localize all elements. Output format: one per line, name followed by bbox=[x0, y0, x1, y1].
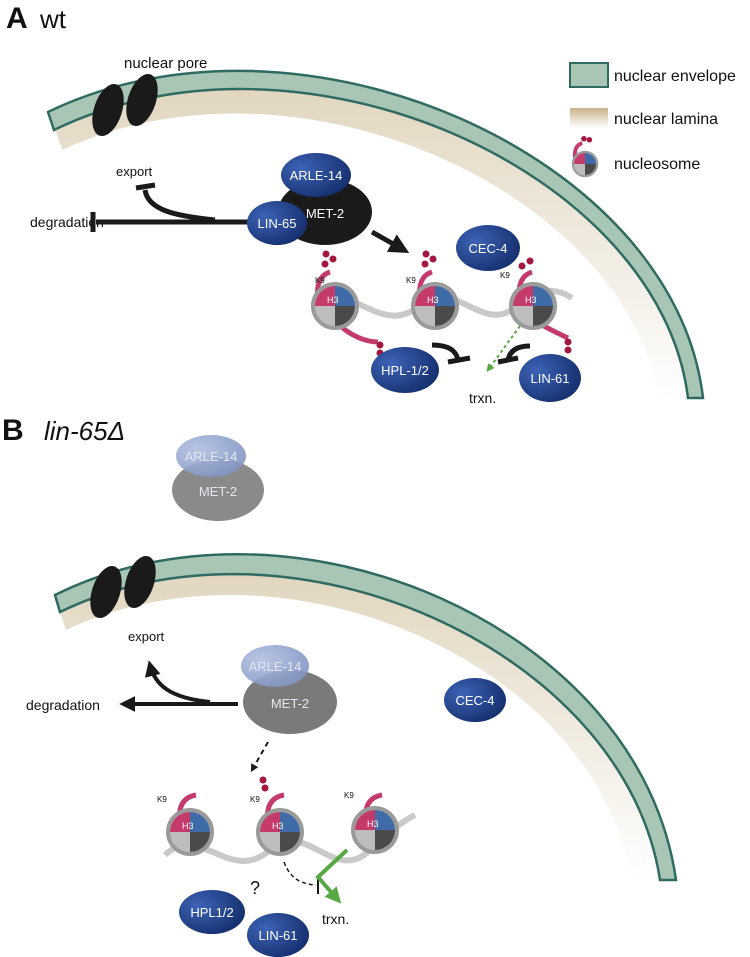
k9-label-a2: K9 bbox=[406, 276, 416, 285]
k9-label-a3: K9 bbox=[500, 271, 510, 280]
degradation-label-a: degradation bbox=[30, 214, 104, 230]
cec4-label-a: CEC-4 bbox=[468, 241, 507, 256]
export-label-a: export bbox=[116, 164, 153, 179]
arle14-a bbox=[281, 153, 351, 197]
hpl-label-b: HPL1/2 bbox=[190, 905, 233, 920]
methyl-marks-b bbox=[259, 776, 269, 792]
nucleosome-a1 bbox=[311, 282, 359, 330]
k9-label-a1: K9 bbox=[315, 276, 325, 285]
legend: nuclear envelope nuclear lamina nucleoso… bbox=[569, 62, 736, 178]
repression-bars-a bbox=[431, 342, 531, 365]
nuclear-lamina-a bbox=[55, 86, 690, 399]
hpl-label-a: HPL-1/2 bbox=[381, 363, 429, 378]
met2-label-a: MET-2 bbox=[306, 206, 344, 221]
panel-a: A wt nuclear pore export degradation MET… bbox=[6, 2, 705, 406]
cec4-b bbox=[444, 678, 506, 722]
met2-label-b: MET-2 bbox=[271, 696, 309, 711]
k9-label-b2: K9 bbox=[250, 795, 260, 804]
cec4-label-b: CEC-4 bbox=[455, 693, 494, 708]
hpl-a bbox=[371, 347, 439, 393]
trxn-label-a: trxn. bbox=[469, 390, 496, 406]
panel-b-genotype: lin-65Δ bbox=[44, 416, 125, 446]
arle14-label-b: ARLE-14 bbox=[249, 659, 302, 674]
question-mark-b: ? bbox=[250, 878, 260, 898]
h3-label-a2: H3 bbox=[427, 295, 439, 305]
hpl-b bbox=[179, 890, 245, 934]
h3-label-b1: H3 bbox=[182, 821, 194, 831]
lin65-a bbox=[247, 201, 307, 245]
arle14-label-a: ARLE-14 bbox=[290, 168, 343, 183]
nucleosome-a2 bbox=[411, 282, 459, 330]
legend-envelope-swatch bbox=[569, 62, 609, 88]
export-label-b: export bbox=[128, 629, 165, 644]
h3-label-a1: H3 bbox=[327, 295, 339, 305]
legend-lamina-label: nuclear lamina bbox=[614, 111, 718, 128]
nucleosome-b1 bbox=[166, 808, 214, 856]
lin61-label-b: LIN-61 bbox=[258, 928, 297, 943]
panel-b-letter: B bbox=[2, 414, 24, 447]
trxn-arrow-b bbox=[315, 848, 349, 904]
cec4-a bbox=[456, 225, 520, 271]
panel-a-genotype: wt bbox=[39, 4, 67, 34]
degradation-label-b: degradation bbox=[26, 697, 100, 713]
panel-a-letter: A bbox=[6, 2, 28, 35]
legend-envelope-label: nuclear envelope bbox=[614, 68, 736, 85]
met2-methylation-arrow-a bbox=[370, 229, 410, 253]
h3-label-b3: H3 bbox=[367, 819, 379, 829]
weak-methylation-arrow-b bbox=[250, 741, 269, 773]
export-degradation-arrows-b bbox=[119, 660, 238, 712]
h3-label-a3: H3 bbox=[525, 295, 537, 305]
nuclear-pore-b bbox=[90, 555, 156, 619]
arle14-free-label-b: ARLE-14 bbox=[185, 449, 238, 464]
nuclear-lamina-b bbox=[60, 572, 660, 878]
h3-label-b2: H3 bbox=[272, 821, 284, 831]
legend-nucleosome-label: nucleosome bbox=[614, 156, 700, 173]
methyl-marks-a bbox=[321, 250, 572, 357]
trxn-label-b: trxn. bbox=[322, 911, 349, 927]
inhibition-export-degradation-a bbox=[90, 182, 250, 232]
nucleosome-a3 bbox=[509, 282, 557, 330]
k9-label-b1: K9 bbox=[157, 795, 167, 804]
met2-free-label-b: MET-2 bbox=[199, 484, 237, 499]
legend-nucleosome-swatch bbox=[571, 135, 599, 178]
nuclear-pore-label: nuclear pore bbox=[124, 55, 207, 72]
lin61-label-a: LIN-61 bbox=[530, 371, 569, 386]
nucleosome-b3 bbox=[351, 806, 399, 854]
arle14-b bbox=[241, 645, 309, 687]
nuclear-pore-a bbox=[92, 73, 158, 137]
k9-label-b3: K9 bbox=[344, 791, 354, 800]
weak-repression-line-b bbox=[283, 861, 317, 886]
lin65-label-a: LIN-65 bbox=[257, 216, 296, 231]
legend-lamina-swatch bbox=[570, 108, 608, 128]
lin61-a bbox=[519, 354, 581, 402]
lin61-b bbox=[247, 913, 309, 957]
nucleosome-b2 bbox=[256, 808, 304, 856]
panel-b: B lin-65Δ MET-2 ARLE-14 export degradati… bbox=[2, 414, 678, 957]
arle14-free-b bbox=[176, 435, 246, 477]
